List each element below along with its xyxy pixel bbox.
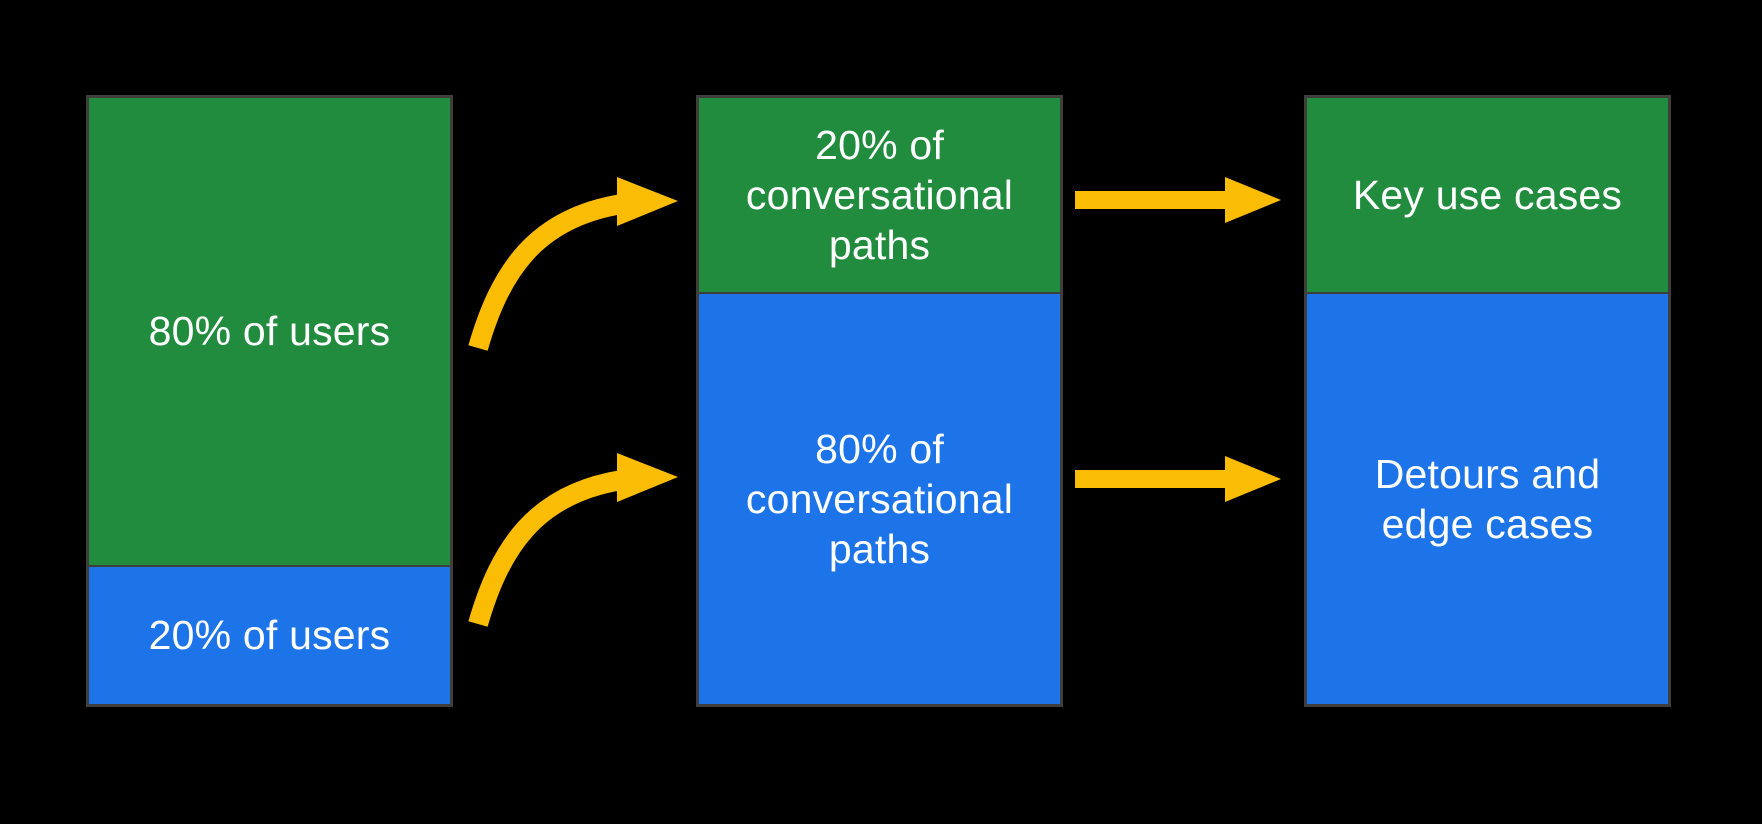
straight-arrow-top-head-icon: [1225, 177, 1281, 223]
segment-label-detours-edge-cases: Detours and edge cases: [1374, 450, 1601, 547]
segment-label-20-percent-paths: 20% of conversational paths: [745, 121, 1014, 268]
outcomes-bar: Key use cases Detours and edge cases: [1304, 95, 1671, 707]
straight-arrow-bottom-head-icon: [1225, 456, 1281, 502]
curved-arrow-bottom-head-icon: [617, 453, 678, 502]
curved-arrow-bottom: [468, 453, 678, 627]
segment-label-20-percent-users: 20% of users: [148, 612, 391, 659]
users-bar: 80% of users 20% of users: [86, 95, 453, 707]
curved-arrow-top: [468, 177, 678, 351]
segment-key-use-cases: Key use cases: [1307, 98, 1668, 292]
curved-arrow-top-head-icon: [617, 177, 678, 226]
segment-80-percent-paths: 80% of conversational paths: [699, 291, 1060, 704]
curved-arrow-top-shaft: [468, 194, 624, 351]
segment-label-key-use-cases: Key use cases: [1352, 171, 1623, 218]
straight-arrow-bottom: [1075, 456, 1281, 502]
straight-arrow-top-shaft: [1075, 191, 1227, 209]
curved-arrow-bottom-shaft: [468, 470, 624, 627]
segment-80-percent-users: 80% of users: [89, 98, 450, 565]
segment-label-80-percent-paths: 80% of conversational paths: [745, 425, 1014, 572]
segment-detours-edge-cases: Detours and edge cases: [1307, 291, 1668, 704]
segment-20-percent-paths: 20% of conversational paths: [699, 98, 1060, 292]
conversational-paths-bar: 20% of conversational paths 80% of conve…: [696, 95, 1063, 707]
straight-arrow-bottom-shaft: [1075, 470, 1227, 488]
segment-20-percent-users: 20% of users: [89, 564, 450, 704]
segment-label-80-percent-users: 80% of users: [148, 308, 391, 355]
straight-arrow-top: [1075, 177, 1281, 223]
